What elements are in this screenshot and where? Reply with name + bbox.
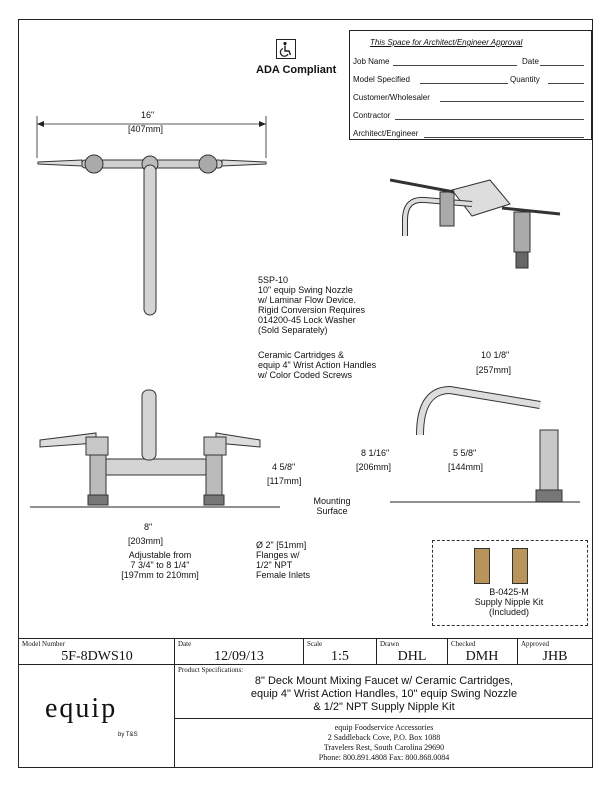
- job-name-field[interactable]: [393, 57, 517, 66]
- width-407-label: [407mm]: [128, 124, 164, 134]
- ada-compliant-label: ADA Compliant: [256, 64, 337, 76]
- drawn-label: Drawn: [380, 640, 400, 648]
- date-label: Date: [522, 57, 539, 66]
- drawn-value: DHL: [397, 649, 427, 664]
- date-field[interactable]: [540, 57, 584, 66]
- quantity-label: Quantity: [510, 75, 540, 84]
- drawing-frame: [18, 19, 593, 768]
- supply-kit-box: [432, 540, 588, 626]
- model-specified-field[interactable]: [420, 75, 508, 84]
- model-specified-label: Model Specified: [353, 75, 410, 84]
- height-117-label: [117mm]: [267, 476, 302, 486]
- date-label: Date: [178, 640, 192, 648]
- approved-label: Approved: [521, 640, 549, 648]
- approved-value: JHB: [542, 649, 568, 664]
- height-5-label: 5 5/8": [453, 448, 477, 458]
- wheelchair-icon: [276, 39, 296, 59]
- title-block-divider: [18, 638, 593, 639]
- nozzle-callout: 5SP-10 10" equip Swing Nozzle w/ Laminar…: [258, 275, 366, 335]
- company-address: equip Foodservice Accessories 2 Saddleba…: [318, 723, 450, 762]
- contractor-field[interactable]: [395, 111, 584, 120]
- width-16-label: 16": [141, 110, 155, 120]
- side-view-drawing: [390, 385, 580, 503]
- drawing-date: 12/09/13: [214, 649, 264, 664]
- equip-logo: equip: [45, 693, 118, 724]
- title-block-divider: [303, 638, 304, 665]
- title-block-divider: [517, 638, 518, 665]
- title-block-divider: [174, 638, 175, 768]
- height-8-label: 8 1/16": [361, 448, 390, 458]
- model-number: 5F-8DWS10: [61, 649, 133, 664]
- customer-label: Customer/Wholesaler: [353, 93, 430, 102]
- scale-label: Scale: [307, 640, 323, 648]
- contractor-label: Contractor: [353, 111, 391, 120]
- center-8-label: 8": [144, 522, 153, 532]
- reach-257-label: [257mm]: [476, 365, 512, 375]
- mounting-surface-callout: Mounting Surface: [313, 496, 351, 516]
- cartridges-callout: Ceramic Cartridges & equip 4" Wrist Acti…: [258, 350, 377, 380]
- isometric-faucet-drawing: [390, 178, 561, 269]
- supply-kit-label: B-0425-M Supply Nipple Kit (Included): [474, 587, 544, 617]
- height-4-label: 4 5/8": [272, 462, 296, 472]
- flanges-callout: Ø 2" [51mm] Flanges w/ 1/2" NPT Female I…: [256, 540, 311, 580]
- title-block-divider: [174, 718, 593, 719]
- top-view-drawing: [36, 116, 267, 316]
- architect-label: Architect/Engineer: [353, 129, 419, 138]
- reach-10-label: 10 1/8": [481, 350, 510, 360]
- height-144-label: [144mm]: [448, 462, 484, 472]
- front-view-drawing: [30, 389, 280, 508]
- title-block-divider: [447, 638, 448, 665]
- model-label: Model Number: [22, 640, 65, 648]
- supply-nipple-icon: [512, 548, 528, 584]
- title-block-divider: [18, 664, 593, 665]
- checked-label: Checked: [451, 640, 476, 648]
- job-name-label: Job Name: [353, 57, 390, 66]
- approval-title: This Space for Architect/Engineer Approv…: [370, 38, 523, 47]
- supply-nipple-icon: [474, 548, 490, 584]
- scale-value: 1:5: [331, 649, 349, 664]
- checked-value: DMH: [465, 649, 499, 664]
- adjustable-callout: Adjustable from 7 3/4" to 8 1/4" [197mm …: [121, 550, 199, 580]
- approval-box: [349, 30, 592, 140]
- product-spec-text: 8" Deck Mount Mixing Faucet w/ Ceramic C…: [250, 675, 518, 713]
- height-206-label: [206mm]: [356, 462, 392, 472]
- center-203-label: [203mm]: [128, 536, 164, 546]
- product-spec-label: Product Specifications:: [178, 666, 244, 674]
- quantity-field[interactable]: [548, 75, 584, 84]
- customer-field[interactable]: [440, 93, 584, 102]
- title-block-divider: [376, 638, 377, 665]
- architect-field[interactable]: [424, 129, 584, 138]
- ts-logo: by T&S: [118, 732, 138, 738]
